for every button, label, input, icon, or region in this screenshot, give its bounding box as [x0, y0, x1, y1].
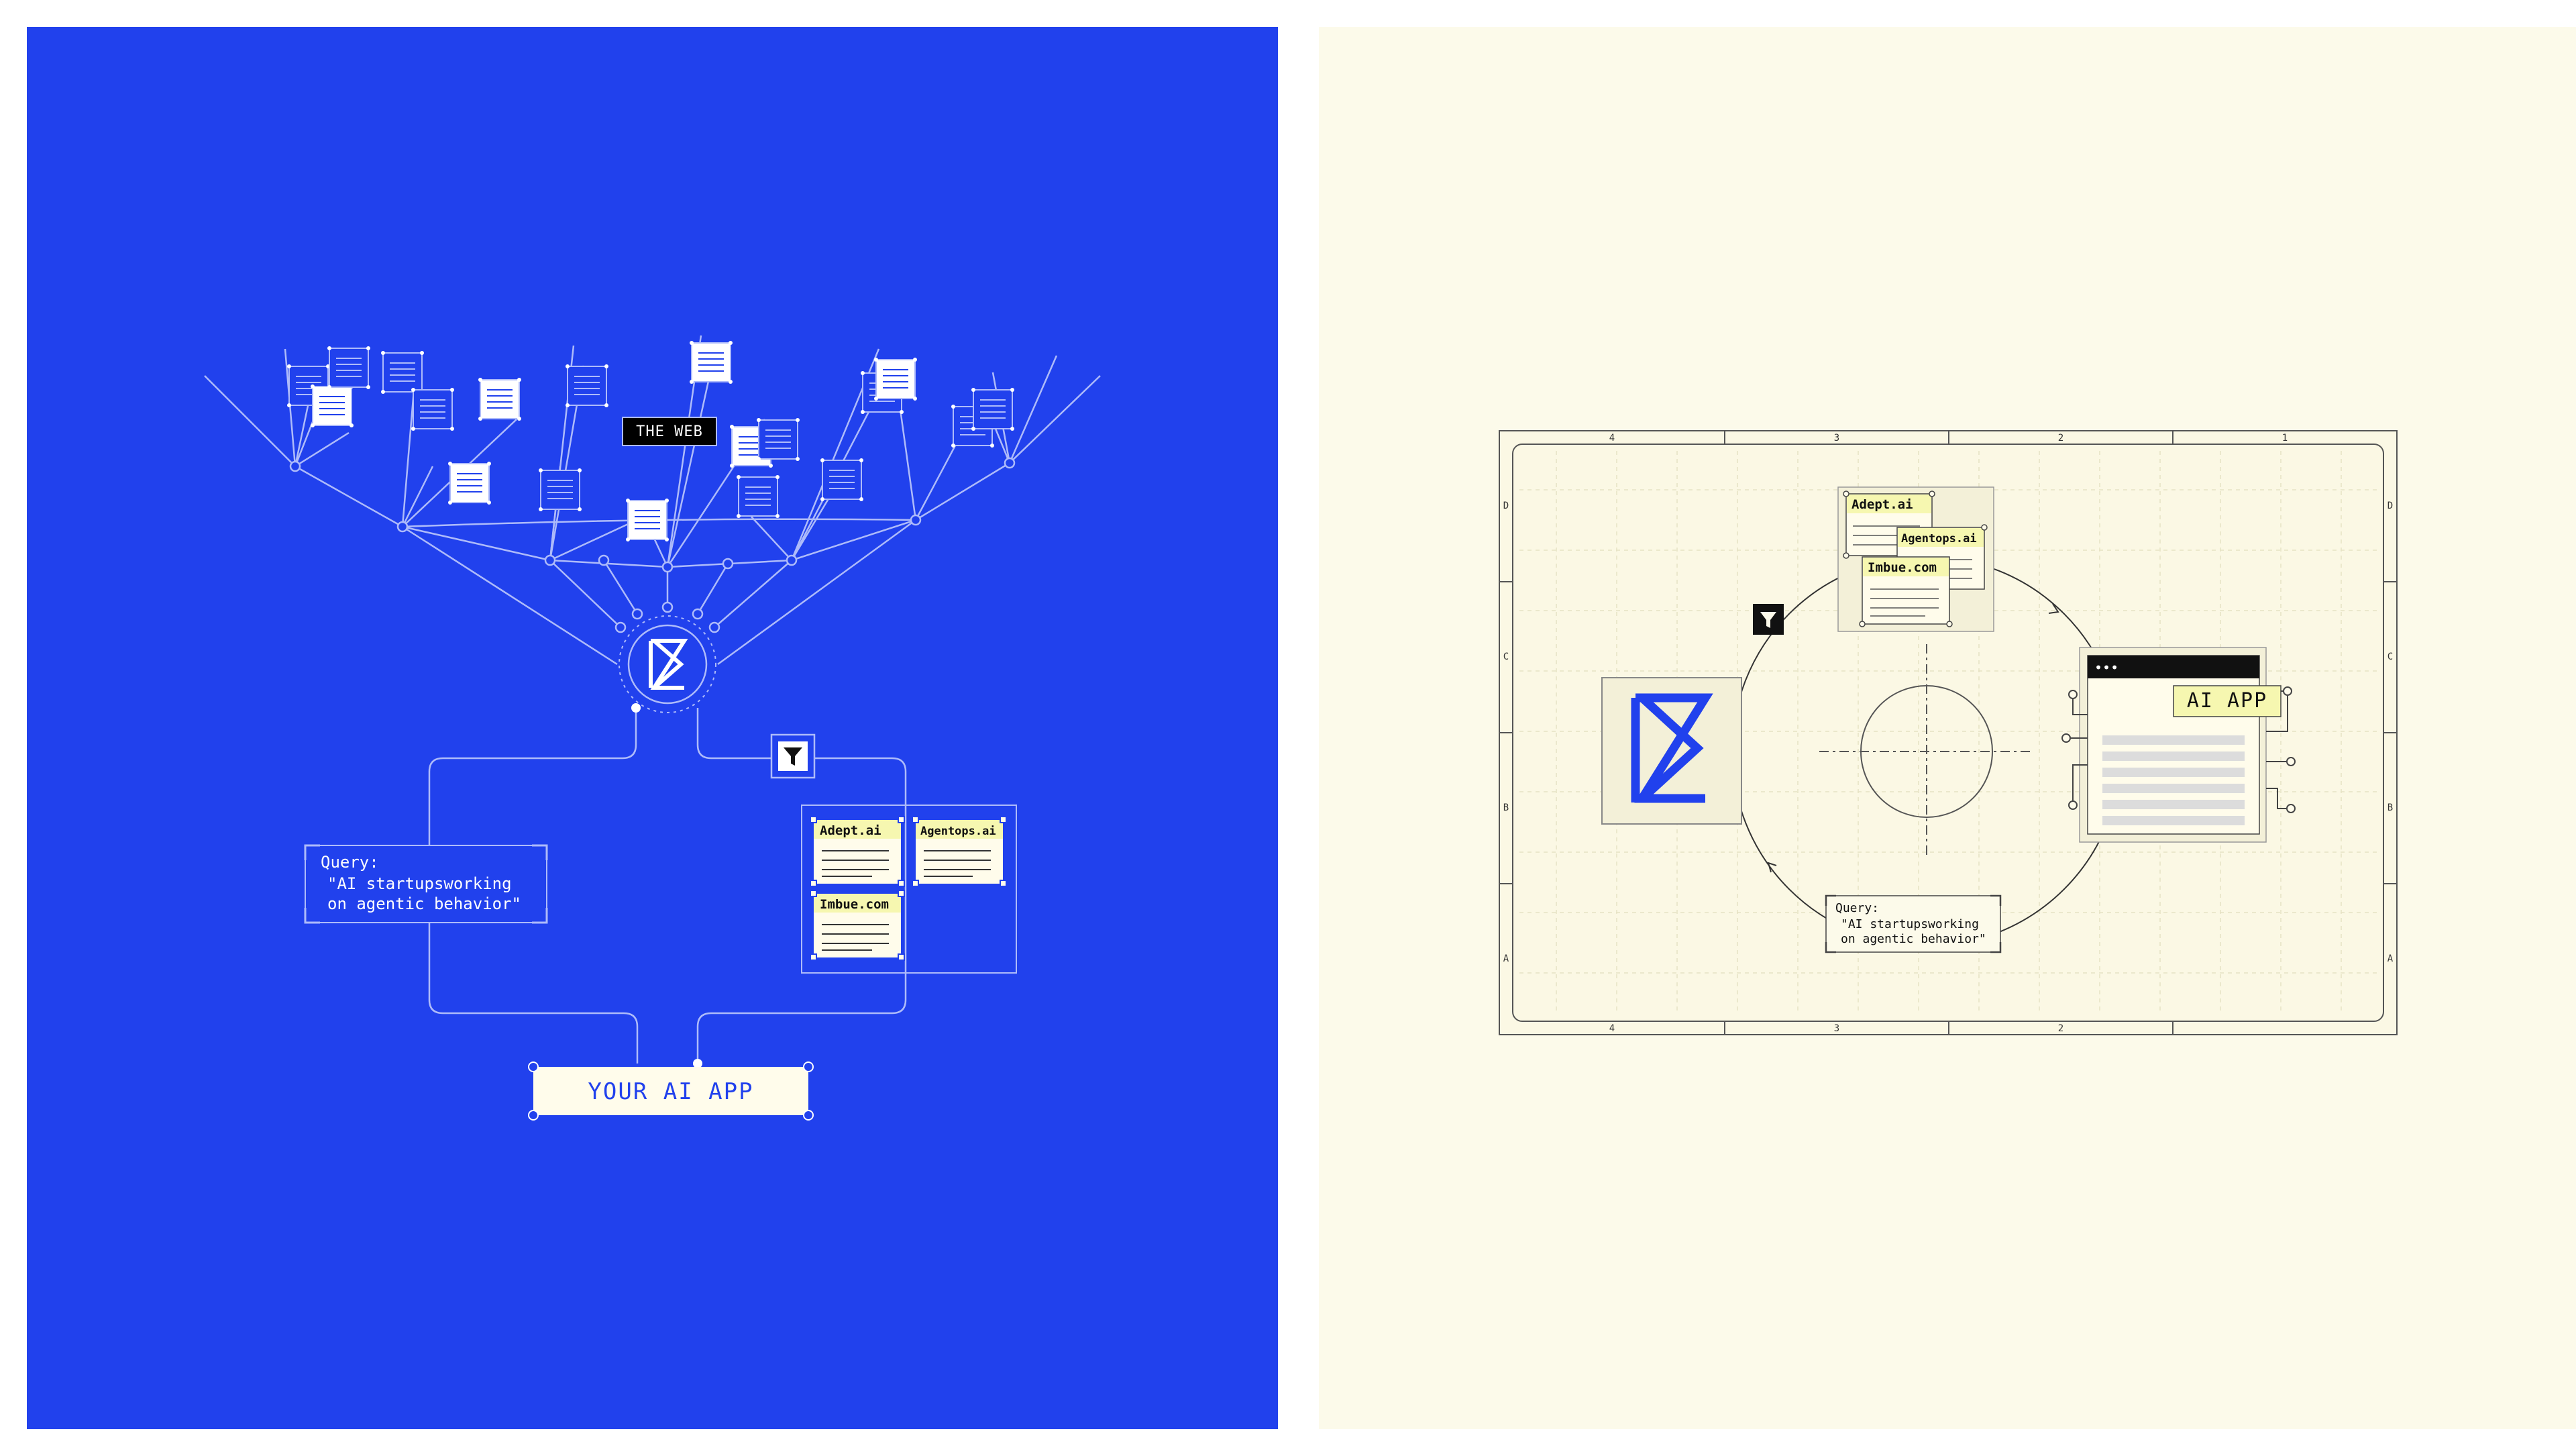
- query-box: Query: "AI startupsworking on agentic be…: [304, 844, 548, 924]
- query-label: Query:: [1835, 901, 1879, 915]
- col-label-top: 2: [2058, 433, 2063, 444]
- result-card: Adept.ai: [814, 820, 901, 884]
- result-card: Agentops.ai: [916, 820, 1003, 884]
- right-panel: 4 3 2 1 4 3 2 D C B A D C B A: [1319, 27, 2576, 1429]
- col-label-bottom: 3: [1834, 1023, 1839, 1034]
- web-document-icon: [381, 351, 424, 394]
- col-label-top: 1: [2282, 433, 2288, 444]
- web-document-icon: [757, 418, 800, 461]
- left-panel: THE WEB: [27, 27, 1278, 1429]
- result-label-agentops: Agentops.ai: [1901, 532, 1977, 546]
- web-document-icon: [690, 341, 733, 384]
- query-text-line2: on agentic behavior": [327, 894, 521, 913]
- web-network-nodes: [289, 457, 1016, 633]
- row-label-left: C: [1503, 652, 1509, 662]
- center-crosshair: [1819, 644, 2034, 859]
- flow-node: [631, 703, 641, 713]
- row-label-left: A: [1503, 953, 1509, 964]
- row-label-left: D: [1503, 501, 1509, 511]
- flow-node: [693, 1059, 702, 1068]
- result-card: Imbue.com: [814, 894, 901, 957]
- web-document-icon: [478, 378, 521, 421]
- row-label-right: C: [2387, 652, 2393, 662]
- row-label-right: B: [2387, 802, 2393, 813]
- row-label-right: D: [2387, 501, 2393, 511]
- col-label-top: 4: [1609, 433, 1615, 444]
- web-document-icon: [737, 475, 780, 518]
- your-ai-app-label: YOUR AI APP: [588, 1078, 753, 1105]
- col-label-bottom: 4: [1609, 1023, 1615, 1034]
- query-label: Query:: [321, 853, 379, 872]
- web-document-icon: [311, 384, 354, 427]
- result-label-agentops: Agentops.ai: [920, 825, 996, 838]
- results-stack: Adept.ai Agentops.ai Imbue.com: [1837, 486, 1994, 632]
- result-label-imbue: Imbue.com: [1868, 560, 1937, 575]
- filter-icon: [1753, 604, 1784, 635]
- web-document-icon: [971, 388, 1014, 431]
- left-panel-background: [27, 27, 1278, 1429]
- web-label-box: THE WEB: [622, 417, 717, 446]
- web-document-icon: [448, 462, 491, 505]
- filter-icon: [770, 733, 816, 779]
- col-label-top: 3: [1834, 433, 1839, 444]
- ai-app-window: ••• AI APP: [2061, 647, 2296, 843]
- result-label-adept: Adept.ai: [820, 823, 881, 838]
- web-label: THE WEB: [636, 423, 703, 440]
- exa-logo-box: [1601, 677, 1742, 825]
- web-document-icon: [820, 458, 863, 501]
- exa-logo-icon: [619, 615, 716, 713]
- web-document-icon: [566, 364, 608, 407]
- web-document-icon: [539, 468, 582, 511]
- window-dots: •••: [2094, 660, 2118, 676]
- query-text-line1: "AI startupsworking: [327, 874, 512, 893]
- ai-app-label: AI APP: [2187, 689, 2267, 713]
- web-document-icon: [411, 388, 454, 431]
- result-card: Imbue.com: [1862, 556, 1950, 625]
- web-documents: [287, 341, 1014, 541]
- web-document-icon: [626, 499, 669, 541]
- query-box: Query: "AI startupsworking on agentic be…: [1825, 894, 2002, 953]
- row-label-left: B: [1503, 802, 1509, 813]
- results-group: Adept.ai Agentops.ai Imbue.com: [801, 805, 1017, 974]
- web-document-icon: [874, 358, 917, 401]
- row-label-right: A: [2387, 953, 2394, 964]
- result-label-imbue: Imbue.com: [820, 897, 889, 912]
- web-document-icon: [327, 346, 370, 389]
- exa-logo-icon: [1631, 693, 1713, 803]
- your-ai-app-box: YOUR AI APP: [528, 1061, 814, 1121]
- col-label-bottom: 2: [2058, 1023, 2063, 1034]
- query-text-line1: "AI startupsworking: [1841, 917, 1979, 931]
- query-text-line2: on agentic behavior": [1841, 932, 1986, 946]
- result-label-adept: Adept.ai: [1851, 497, 1913, 512]
